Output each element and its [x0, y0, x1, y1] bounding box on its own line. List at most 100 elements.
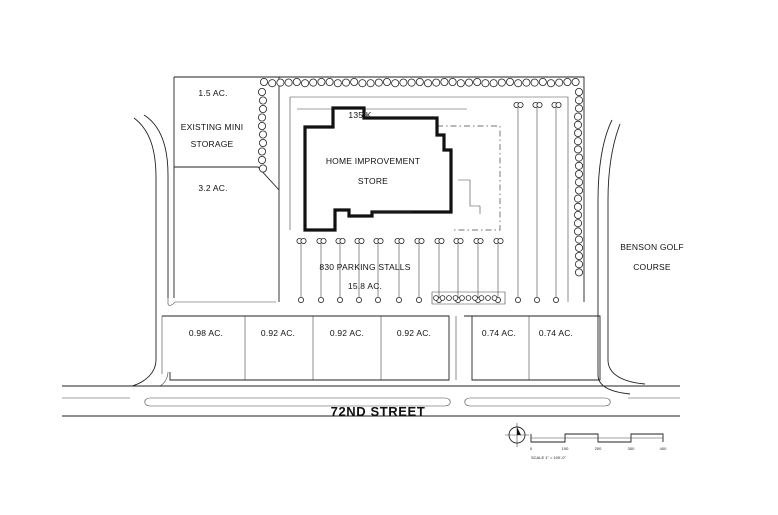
- 72nd-street: 72ND STREET: [62, 385, 680, 419]
- tree-icon: [575, 186, 584, 195]
- parking-tree-icon: [515, 296, 522, 303]
- tree-icon: [575, 268, 584, 277]
- street-name: 72ND STREET: [331, 404, 426, 419]
- tree-icon: [489, 79, 498, 88]
- pad-3-acres: 0.92 AC.: [330, 328, 364, 338]
- tree-icon: [257, 88, 266, 97]
- parking-tree-icon: [553, 296, 560, 303]
- tree-icon: [382, 78, 391, 87]
- parking-tree-icon: [377, 237, 384, 244]
- tree-icon: [575, 104, 584, 113]
- parking-tree-icon: [485, 295, 491, 301]
- tree-icon: [522, 78, 531, 87]
- tree-border: [257, 78, 584, 277]
- tree-icon: [575, 169, 584, 178]
- parking-tree-icon: [300, 237, 307, 244]
- tree-icon: [423, 79, 432, 88]
- tree-icon: [276, 78, 285, 87]
- tree-icon: [574, 219, 583, 228]
- mini-storage-label-line2: STORAGE: [191, 139, 234, 149]
- tree-icon: [574, 210, 583, 219]
- parking-tree-icon: [555, 102, 562, 109]
- tree-icon: [292, 78, 301, 87]
- parking-tree-icon: [477, 237, 484, 244]
- golf-course-label-line2: COURSE: [633, 262, 671, 272]
- tree-icon: [575, 161, 584, 170]
- parking-tree-icon: [320, 237, 327, 244]
- scale-tick-200: 200: [595, 446, 602, 451]
- tree-icon: [284, 78, 293, 87]
- parking-tree-icon: [517, 102, 524, 109]
- parking-tree-icon: [452, 295, 459, 301]
- west-access-road: [131, 114, 276, 387]
- scale-tick-0: 0: [530, 446, 533, 451]
- parking-tree-icon: [536, 102, 543, 109]
- parking-tree-icon: [355, 296, 362, 303]
- parking-tree-icon: [457, 237, 464, 244]
- tree-icon: [448, 78, 457, 87]
- tree-icon: [456, 79, 465, 88]
- mini-storage-label-line1: EXISTING MINI: [181, 122, 244, 132]
- parking-tree-icon: [465, 295, 472, 301]
- tree-icon: [374, 78, 383, 87]
- tree-icon: [575, 235, 584, 244]
- pad-5-acres: 0.74 AC.: [482, 328, 516, 338]
- scale-tick-300: 300: [628, 446, 635, 451]
- tree-icon: [575, 153, 584, 162]
- tree-icon: [575, 251, 584, 260]
- site-boundaries: [173, 76, 585, 302]
- tree-icon: [366, 79, 375, 88]
- tree-icon: [574, 120, 583, 129]
- tree-icon: [464, 78, 473, 87]
- store-name-line2: STORE: [358, 176, 388, 186]
- tree-icon: [574, 202, 583, 211]
- tree-icon: [300, 79, 309, 88]
- scale-text: SCALE 1" = 100'-0": [531, 455, 566, 460]
- tree-icon: [258, 130, 267, 139]
- parking-tree-icon: [497, 237, 504, 244]
- tree-icon: [575, 96, 584, 105]
- tree-icon: [309, 78, 318, 87]
- parking-tree-icon: [472, 295, 478, 301]
- parking-acres-label: 15.8 AC.: [348, 281, 382, 291]
- golf-course-label-line1: BENSON GOLF: [620, 242, 684, 252]
- tree-icon: [571, 78, 580, 87]
- tree-icon: [325, 78, 334, 87]
- tree-icon: [257, 113, 266, 122]
- tree-icon: [563, 78, 572, 87]
- tree-icon: [333, 79, 342, 88]
- parking-tree-icon: [415, 296, 422, 303]
- parking-tree-icon: [339, 237, 346, 244]
- pad-2-acres: 0.92 AC.: [261, 328, 295, 338]
- tree-icon: [391, 79, 400, 88]
- tree-icon: [497, 78, 506, 87]
- tree-icon: [575, 243, 584, 252]
- front-pads: 0.98 AC. 0.92 AC. 0.92 AC. 0.92 AC. 0.74…: [161, 315, 601, 381]
- tree-icon: [350, 78, 359, 87]
- parking-tree-icon: [398, 237, 405, 244]
- tree-icon: [258, 164, 267, 173]
- tree-icon: [538, 78, 547, 87]
- tree-icon: [268, 79, 277, 88]
- tree-icon: [432, 78, 441, 87]
- tree-icon: [574, 194, 583, 203]
- tree-icon: [415, 78, 424, 87]
- parking-tree-icon: [297, 296, 304, 303]
- tree-icon: [440, 78, 449, 87]
- parking-tree-icon: [395, 296, 402, 303]
- scale-tick-100: 100: [562, 446, 569, 451]
- tree-icon: [257, 147, 266, 156]
- tree-icon: [530, 78, 539, 87]
- tree-icon: [341, 78, 350, 87]
- pad-1-acres: 0.98 AC.: [189, 328, 223, 338]
- tree-icon: [258, 138, 267, 147]
- parking-tree-icon: [478, 295, 485, 301]
- pad-6-acres: 0.74 AC.: [539, 328, 573, 338]
- parking-tree-icon: [438, 237, 445, 244]
- tree-icon: [555, 78, 564, 87]
- pad-4-acres: 0.92 AC.: [397, 328, 431, 338]
- tree-icon: [481, 79, 490, 88]
- tree-icon: [574, 137, 583, 146]
- tree-icon: [514, 79, 523, 88]
